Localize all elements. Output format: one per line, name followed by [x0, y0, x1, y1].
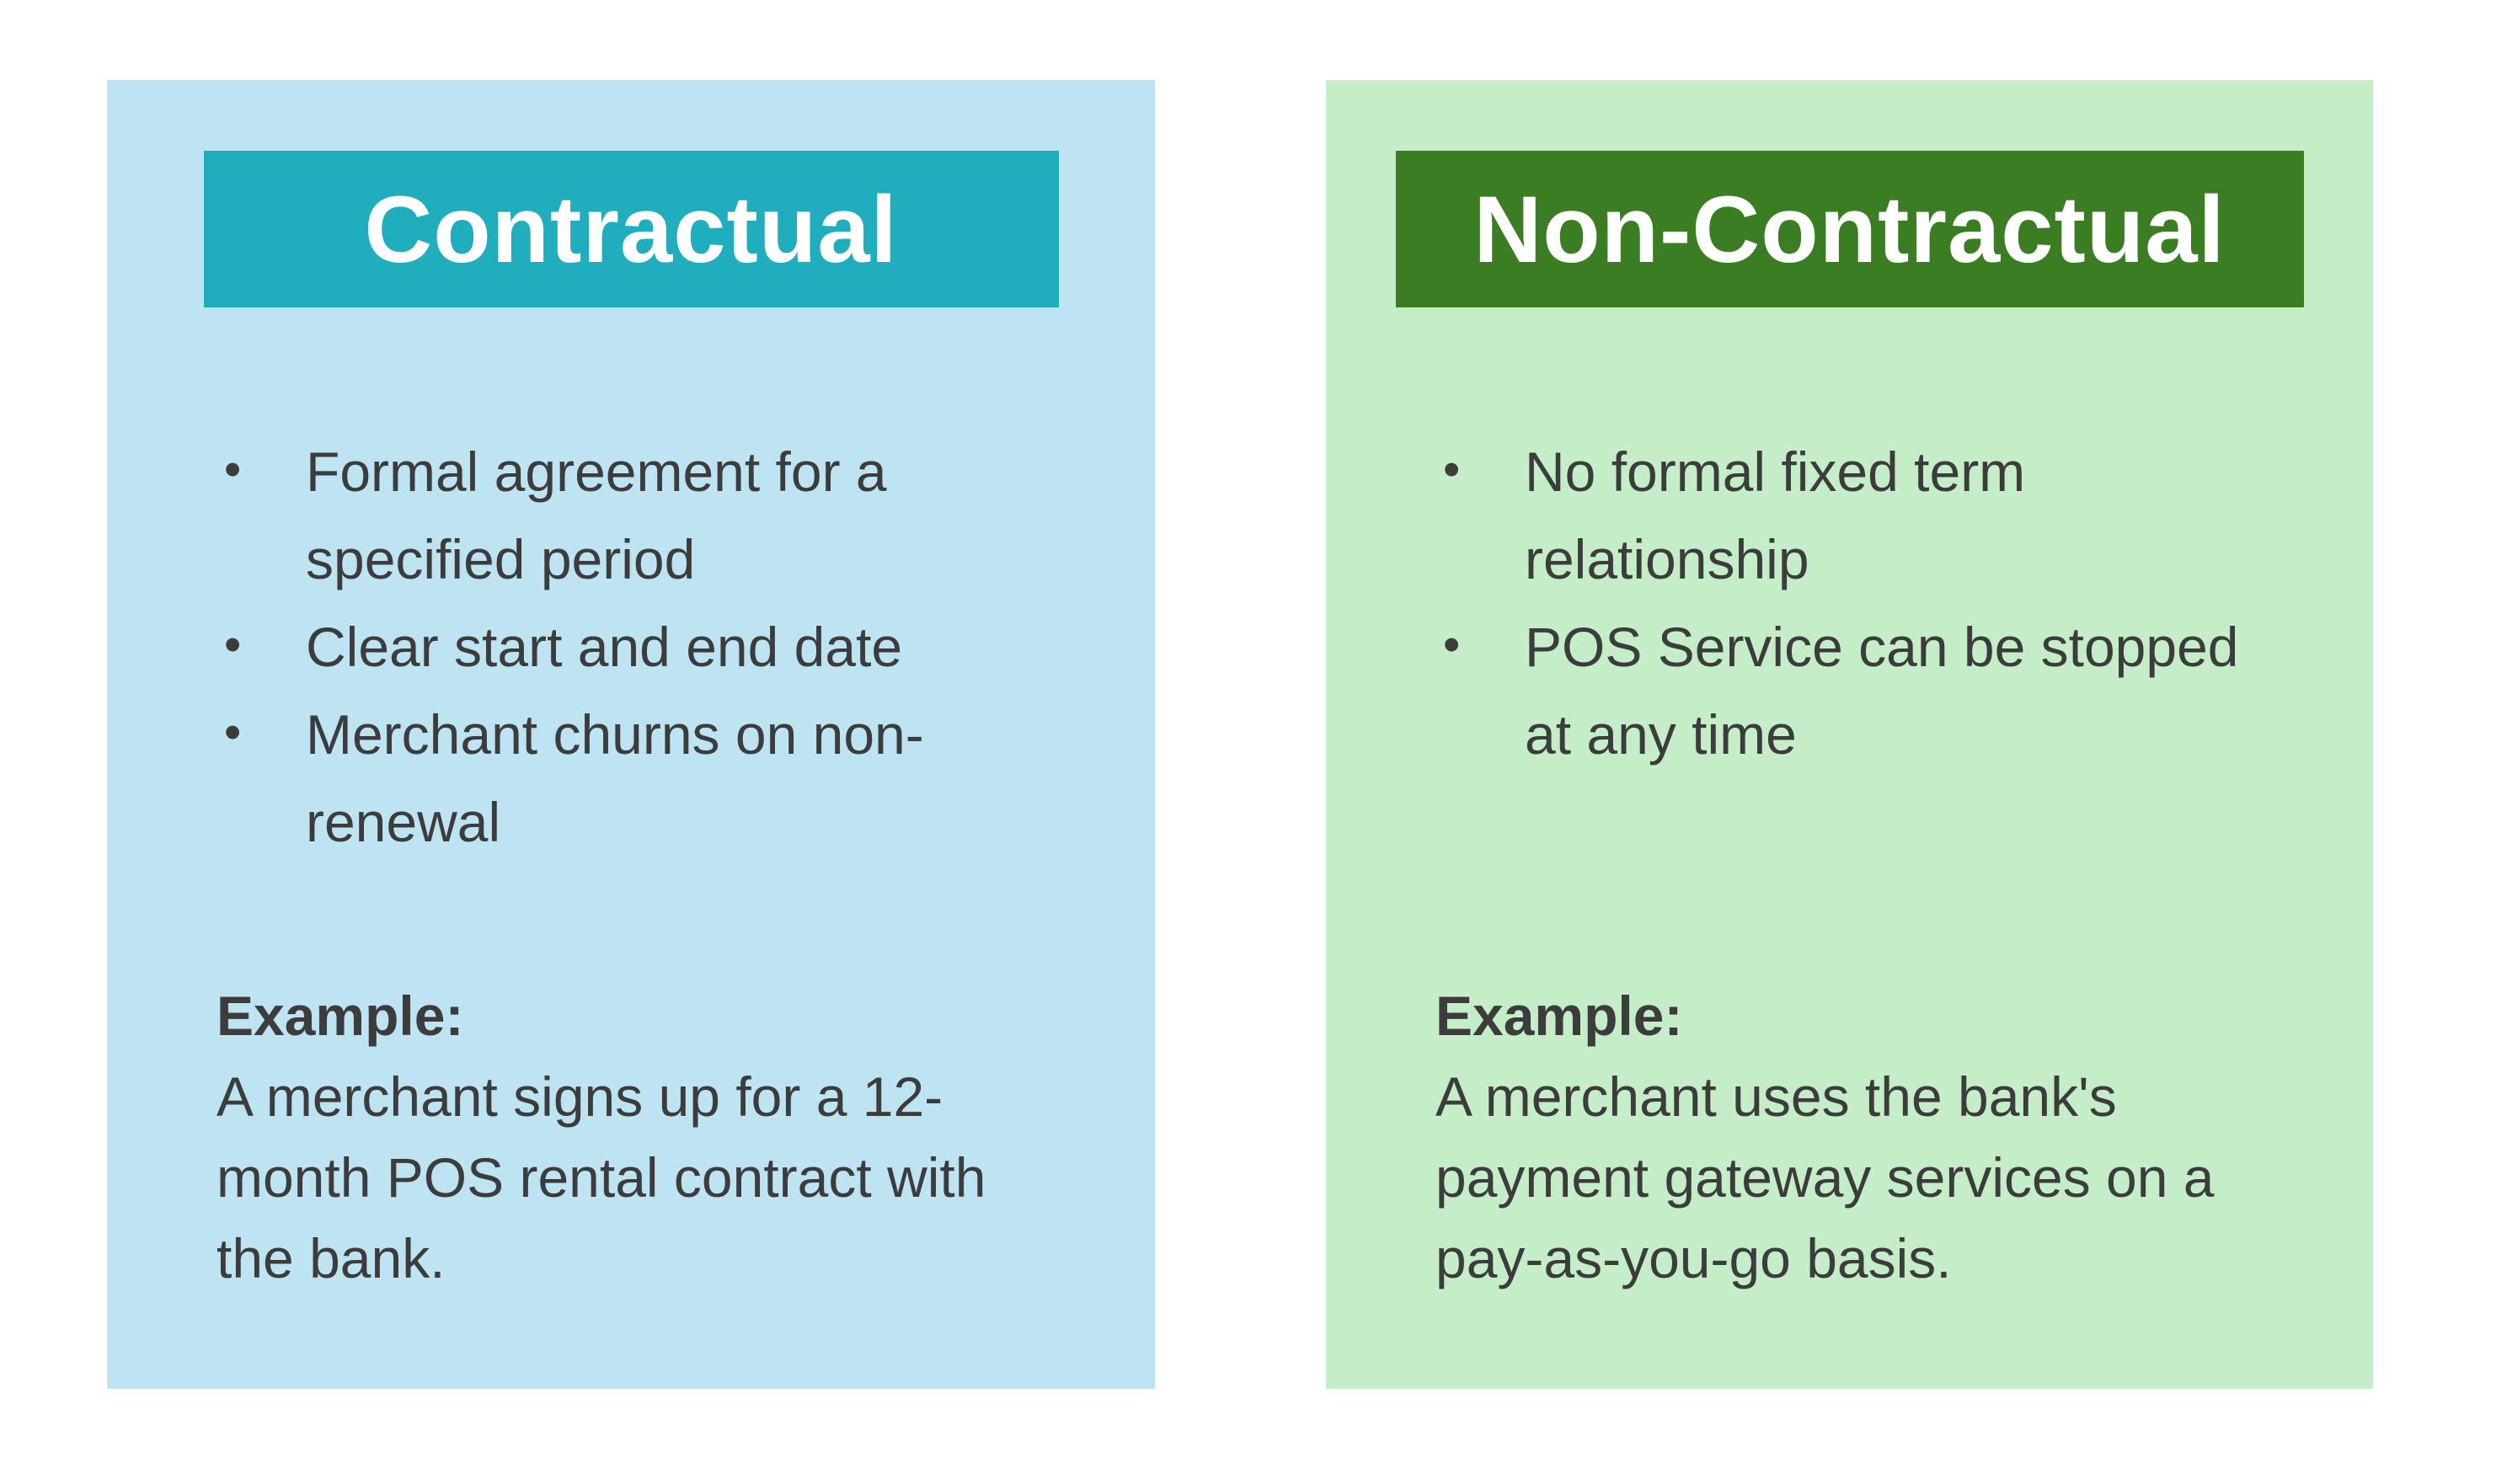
bullet-item: • Formal agreement for a specified perio… [224, 428, 1062, 603]
example-text: A merchant uses the bank's payment gatew… [1435, 1065, 2215, 1289]
card-non-contractual-example: Example: A merchant uses the bank's paym… [1435, 975, 2272, 1299]
card-contractual: Contractual • Formal agreement for a spe… [107, 80, 1155, 1389]
bullet-dot-icon: • [224, 617, 242, 672]
bullet-item: • No formal fixed term relationship [1443, 428, 2280, 603]
bullet-dot-icon: • [1443, 442, 1461, 497]
bullet-text: Clear start and end date [306, 616, 903, 678]
bullet-item: • Clear start and end date [224, 603, 1062, 691]
example-label: Example: [1435, 985, 1683, 1047]
card-non-contractual-title: Non-Contractual [1473, 176, 2226, 282]
card-contractual-bullet-list: • Formal agreement for a specified perio… [107, 428, 1155, 866]
card-contractual-header: Contractual [203, 151, 1059, 307]
bullet-text: No formal fixed term relationship [1525, 440, 2026, 590]
bullet-text: Formal agreement for a specified period [306, 440, 887, 590]
bullet-item: • POS Service can be stopped at any time [1443, 603, 2280, 778]
card-contractual-title: Contractual [364, 176, 898, 282]
card-non-contractual-header: Non-Contractual [1395, 151, 2304, 307]
bullet-item: • Merchant churns on non-renewal [224, 691, 1062, 866]
bullet-dot-icon: • [1443, 617, 1461, 672]
bullet-dot-icon: • [224, 705, 242, 760]
bullet-text: POS Service can be stopped at any time [1525, 616, 2239, 766]
example-text: A merchant signs up for a 12-month POS r… [216, 1065, 986, 1289]
card-non-contractual: Non-Contractual • No formal fixed term r… [1326, 80, 2373, 1389]
bullet-dot-icon: • [224, 442, 242, 497]
bullet-text: Merchant churns on non-renewal [306, 703, 924, 853]
example-label: Example: [216, 985, 464, 1047]
card-contractual-example: Example: A merchant signs up for a 12-mo… [216, 975, 1054, 1299]
card-non-contractual-bullet-list: • No formal fixed term relationship • PO… [1326, 428, 2373, 778]
